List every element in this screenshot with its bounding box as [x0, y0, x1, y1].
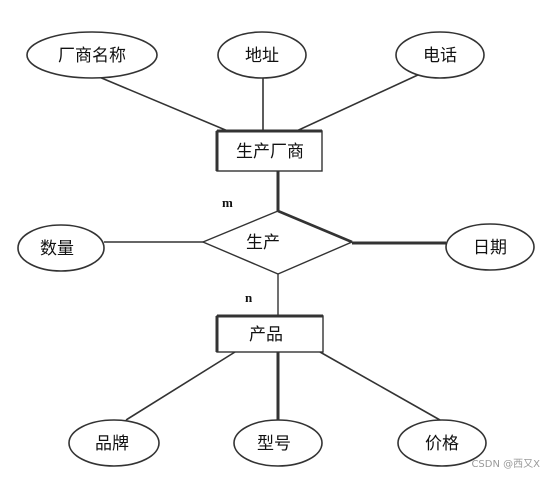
- entity-product[interactable]: 产品: [215, 314, 324, 353]
- entity-product-label: 产品: [249, 325, 283, 345]
- entity-manufacturer-label: 生产厂商: [236, 142, 304, 162]
- line-brand: [125, 351, 236, 421]
- entity-manufacturer[interactable]: 生产厂商: [215, 129, 323, 172]
- relationship-label: 生产: [246, 233, 280, 253]
- attribute-phone-label: 电话: [423, 46, 457, 66]
- line-manufacturer-name: [91, 73, 236, 135]
- line-phone: [289, 73, 421, 135]
- attribute-price-label: 价格: [425, 434, 459, 454]
- attribute-date[interactable]: 日期: [445, 223, 535, 271]
- relationship-produce[interactable]: 生产: [201, 209, 354, 275]
- cardinality-n: n: [245, 290, 253, 305]
- attribute-brand[interactable]: 品牌: [68, 419, 160, 467]
- attribute-quantity-label: 数量: [40, 239, 74, 259]
- attribute-manufacturer-name[interactable]: 厂商名称: [26, 31, 158, 79]
- cardinality-m: m: [222, 195, 233, 210]
- connector-lines: [91, 73, 446, 421]
- watermark: CSDN @西又X: [471, 458, 540, 470]
- attribute-date-label: 日期: [473, 238, 507, 258]
- attribute-phone[interactable]: 电话: [395, 31, 485, 79]
- attribute-quantity[interactable]: 数量: [17, 224, 105, 272]
- attribute-model-label: 型号: [257, 434, 291, 454]
- attribute-brand-label: 品牌: [95, 434, 129, 454]
- attribute-manufacturer-name-label: 厂商名称: [58, 46, 126, 66]
- attribute-address-label: 地址: [245, 46, 279, 66]
- attribute-address[interactable]: 地址: [217, 31, 307, 79]
- attribute-price[interactable]: 价格: [397, 419, 487, 467]
- line-price: [319, 351, 441, 421]
- attribute-model[interactable]: 型号: [233, 419, 323, 467]
